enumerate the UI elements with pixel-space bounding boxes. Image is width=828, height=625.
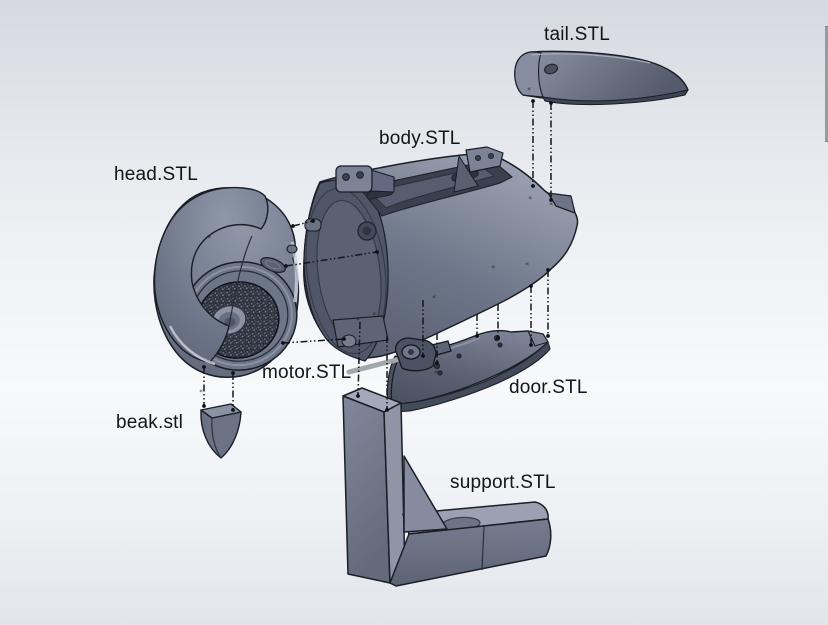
motor-leader-line [346, 356, 403, 375]
mounting-tab-right-fin [453, 155, 479, 193]
door-screw-hole [497, 342, 503, 348]
head-back-shell [153, 186, 269, 363]
shell-front-edge [228, 235, 253, 327]
explode-line-endpoints [202, 99, 553, 412]
mounting-tab-left [335, 165, 373, 193]
tail-left-face [514, 51, 544, 98]
label-door-stl: door.STL [509, 377, 588, 398]
mounting-tab-right [465, 146, 504, 173]
vertex-marks: « « « « « « « « « « « « [199, 85, 553, 395]
tail-screw-hole [543, 63, 559, 75]
support-base-seam [481, 525, 485, 571]
explode-lines [203, 101, 552, 410]
beak-top-face [200, 403, 242, 419]
body-part[interactable] [297, 146, 579, 362]
right-scrollbar-fragment[interactable] [825, 26, 828, 142]
tab-hole [356, 171, 364, 179]
label-motor-stl: motor.STL [262, 362, 352, 383]
label-body-stl: body.STL [379, 128, 461, 149]
grommet-hole-inner [362, 226, 372, 236]
explode-line-support-1 [357, 321, 361, 397]
body-rim-pin [304, 218, 322, 232]
head-part[interactable] [153, 186, 308, 383]
motor-shaft-center [408, 349, 414, 355]
label-beak-stl: beak.stl [116, 412, 184, 433]
ear-oval-inner [265, 260, 281, 270]
explode-line-head-3 [282, 338, 345, 344]
tail-notch-fin [547, 192, 576, 214]
tail-top-edge-highlight [531, 53, 651, 64]
svg-text:«: « [528, 194, 532, 202]
support-base-front-face [389, 518, 552, 587]
beak-body [200, 409, 242, 459]
tail-bottom-rim [542, 89, 689, 106]
door-screw-hole [456, 353, 462, 359]
svg-text:«: « [207, 233, 211, 241]
support-column-front-face [342, 395, 391, 584]
door-right-fold [527, 330, 549, 347]
svg-text:«: « [525, 260, 529, 268]
head-pin-nub [286, 244, 298, 254]
motor-part[interactable] [394, 337, 452, 372]
door-screw-hole [437, 370, 443, 376]
label-tail-stl: tail.STL [544, 24, 611, 45]
explode-line-head-1 [292, 220, 314, 227]
tab-hole [487, 152, 495, 160]
door-bottom-flange [391, 341, 551, 413]
svg-text:«: « [494, 336, 498, 344]
tab-hole [474, 154, 482, 162]
explode-line-head-2 [285, 251, 378, 267]
svg-text:«: « [527, 85, 531, 93]
svg-text:«: « [549, 200, 553, 208]
svg-text:«: « [356, 315, 360, 323]
door-part[interactable] [386, 329, 551, 413]
svg-text:«: « [372, 310, 376, 318]
beak-seam [211, 417, 222, 459]
svg-text:«: « [199, 387, 203, 395]
tail-part[interactable] [514, 50, 689, 106]
svg-text:«: « [491, 263, 495, 271]
shell-rim-highlight [168, 325, 216, 366]
svg-text:«: « [434, 368, 438, 376]
tab-hole [342, 173, 350, 181]
svg-text:«: « [432, 293, 436, 301]
label-support-stl: support.STL [450, 472, 556, 493]
label-head-stl: head.STL [114, 164, 198, 185]
support-part[interactable] [342, 387, 552, 587]
beak-part[interactable] [200, 403, 242, 459]
support-gusset [403, 455, 448, 533]
foot-lug [341, 334, 357, 348]
